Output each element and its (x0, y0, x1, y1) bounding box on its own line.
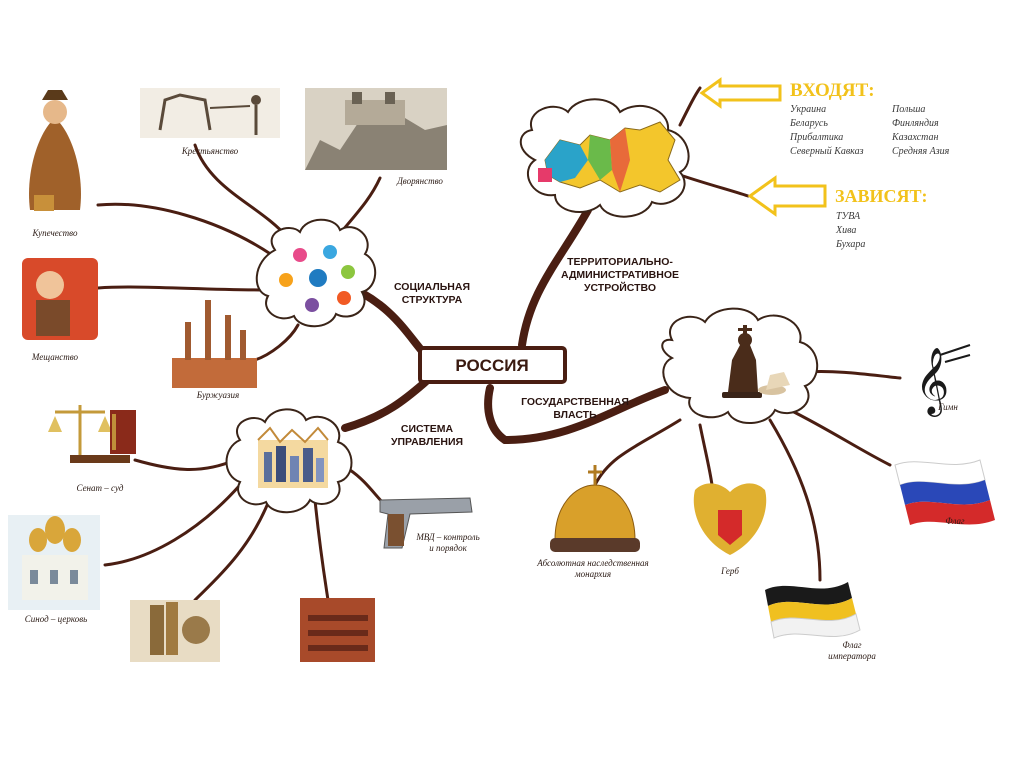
peasant-plough-image: Крестьянство (140, 88, 280, 156)
coat-of-arms-image: Герб (693, 483, 767, 576)
treble-clef-image: 𝄞 Гимн (915, 344, 971, 417)
imperial-flag-image: Флаг императора (765, 582, 876, 661)
merchant-figure: Купечество (29, 90, 81, 238)
svg-text:АДМИНИСТРАТИВНОЕ: АДМИНИСТРАТИВНОЕ (561, 269, 679, 281)
parliament-image (300, 598, 375, 662)
pistol-image: МВД – контроль и порядок (379, 497, 480, 553)
list-item: ТУВА (836, 211, 861, 222)
label-mvd-line2: и порядок (429, 543, 467, 553)
label-senate: Сенат – суд (77, 483, 124, 493)
include-title: ВХОДЯТ: (790, 80, 875, 101)
castle-image: Дворянство (305, 88, 447, 186)
label-monarchy-line1: Абсолютная наследственная (536, 558, 648, 568)
label-monarchy-line2: монархия (574, 569, 611, 579)
center-node: РОССИЯ (418, 346, 567, 384)
branch-governance-label: СИСТЕМА УПРАВЛЕНИЯ (391, 423, 463, 448)
svg-text:УСТРОЙСТВО: УСТРОЙСТВО (584, 281, 656, 294)
label-peasants: Крестьянство (181, 146, 239, 156)
label-bourgeoisie: Буржуазия (196, 390, 239, 400)
crown-image: Абсолютная наследственная монархия (536, 465, 649, 579)
label-coat: Герб (720, 566, 739, 576)
city-illustration-icon (257, 426, 329, 488)
list-item: Хива (835, 225, 856, 236)
list-item: Финляндия (892, 118, 939, 129)
label-imperial-flag-line1: Флаг (842, 640, 862, 650)
label-anthem: Гимн (937, 402, 958, 412)
svg-text:ТЕРРИТОРИАЛЬНО-: ТЕРРИТОРИАЛЬНО- (567, 256, 673, 268)
townsman-image: Мещанство (22, 258, 98, 362)
list-item: Прибалтика (789, 132, 843, 143)
list-item: Бухара (835, 239, 865, 250)
scales-books-image: Сенат – суд (48, 405, 136, 493)
label-flag: Флаг (945, 516, 965, 526)
label-synod: Синод – церковь (25, 614, 88, 624)
label-mvd-line1: МВД – контроль (415, 532, 479, 542)
list-item: Беларусь (789, 118, 828, 129)
svg-text:СИСТЕМА: СИСТЕМА (401, 423, 454, 435)
svg-text:ГОСУДАРСТВЕННАЯ: ГОСУДАРСТВЕННАЯ (521, 396, 629, 408)
russia-map-icon (538, 121, 681, 193)
svg-text:СОЦИАЛЬНАЯ: СОЦИАЛЬНАЯ (394, 281, 470, 293)
branch-social-label: СОЦИАЛЬНАЯ СТРУКТУРА (394, 281, 470, 306)
chess-pieces-icon (722, 325, 790, 398)
svg-text:ВЛАСТЬ: ВЛАСТЬ (553, 409, 597, 421)
svg-text:𝄞: 𝄞 (915, 346, 949, 417)
branch-power-label: ГОСУДАРСТВЕННАЯ ВЛАСТЬ (521, 396, 629, 421)
label-townsfolk: Мещанство (31, 352, 79, 362)
church-image: Синод – церковь (8, 515, 100, 624)
label-nobility: Дворянство (396, 176, 443, 186)
label-merchants: Купечество (32, 228, 78, 238)
list-item: Украина (790, 104, 826, 115)
list-item: Польша (891, 104, 925, 115)
list-item: Средняя Азия (892, 146, 950, 157)
russian-flag-image: Флаг (894, 459, 995, 526)
branch-territorial-label: ТЕРРИТОРИАЛЬНО- АДМИНИСТРАТИВНОЕ УСТРОЙС… (561, 256, 679, 294)
depend-arrow: ЗАВИСЯТ: (747, 175, 928, 217)
depend-list: ТУВА Хива Бухара (835, 211, 865, 250)
social-people-icon (279, 245, 355, 312)
center-title: РОССИЯ (455, 356, 528, 375)
svg-text:СТРУКТУРА: СТРУКТУРА (402, 294, 463, 306)
factory-image: Буржуазия (172, 300, 257, 400)
list-item: Казахстан (891, 132, 939, 143)
svg-text:УПРАВЛЕНИЯ: УПРАВЛЕНИЯ (391, 436, 463, 448)
depend-title: ЗАВИСЯТ: (835, 186, 928, 206)
label-imperial-flag-line2: императора (828, 651, 876, 661)
books-globe-image (130, 600, 220, 662)
list-item: Северный Кавказ (790, 146, 864, 157)
include-list: Украина Беларусь Прибалтика Северный Кав… (789, 104, 950, 157)
include-arrow: ВХОДЯТ: (699, 77, 875, 109)
